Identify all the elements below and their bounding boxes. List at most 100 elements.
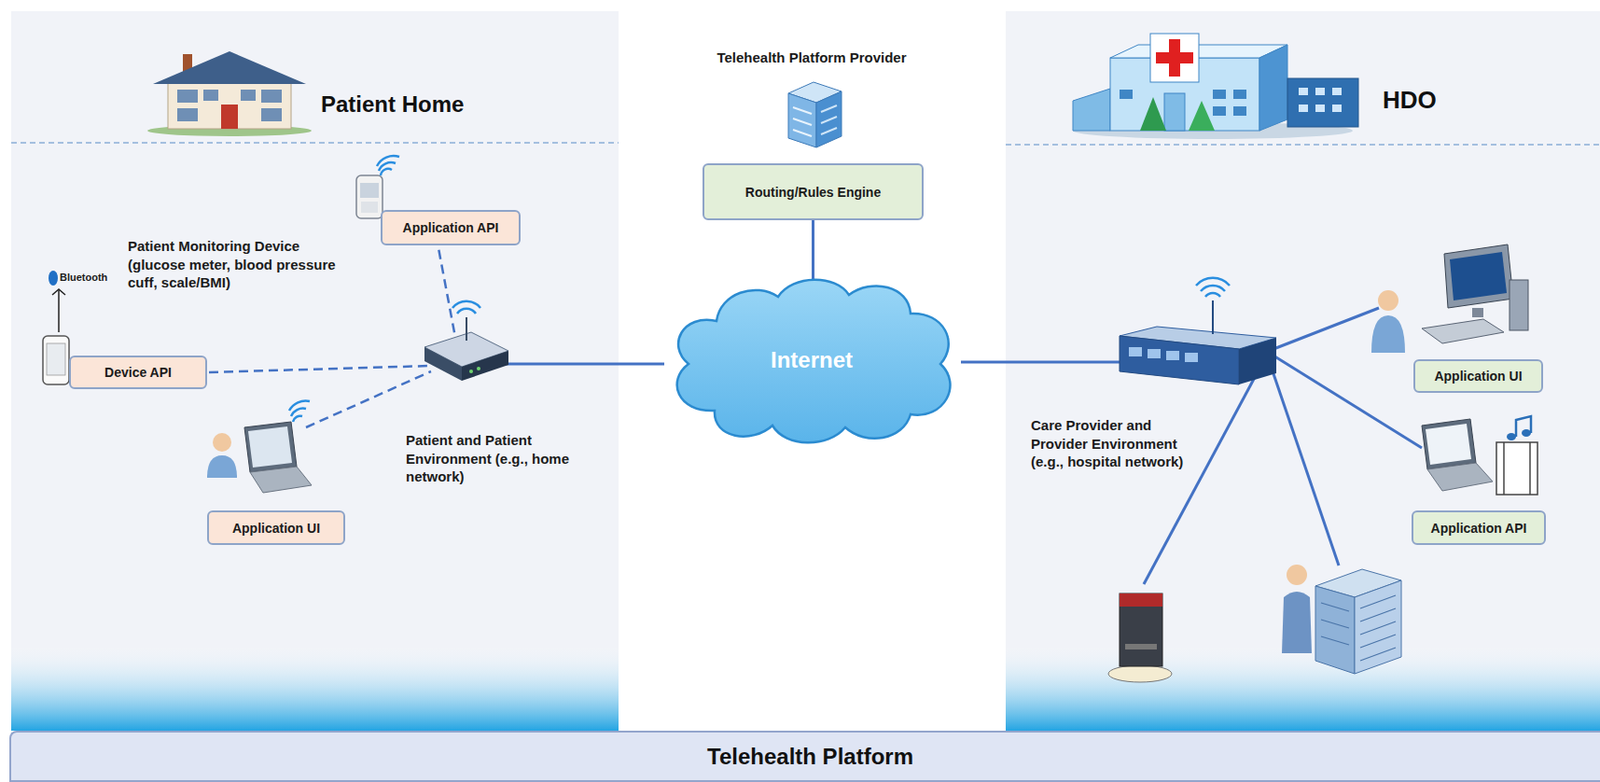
drawing-part <box>221 104 238 129</box>
drawing-part <box>167 80 292 129</box>
drawing-part <box>788 93 817 148</box>
drawing-part <box>1072 88 1111 131</box>
drawing-part <box>177 89 198 103</box>
laptop-user-icon <box>207 401 312 493</box>
drawing-part <box>11 643 619 731</box>
storage-server-icon <box>1108 593 1172 682</box>
drawing-part <box>1211 300 1214 334</box>
api-box: Device API <box>69 355 208 390</box>
drawing-part <box>1371 315 1406 353</box>
drawing-part <box>1509 279 1529 331</box>
drawing-part <box>1155 52 1194 64</box>
drawing-part <box>820 116 837 124</box>
drawing-part <box>793 107 812 114</box>
drawing-part <box>361 201 378 213</box>
drawing-part <box>261 108 282 122</box>
drawing-part <box>1119 89 1133 99</box>
region-panel: Patient HomeApplication APIDevice APIApp… <box>11 11 619 731</box>
drawing-part <box>1496 442 1538 495</box>
drawing-part <box>289 401 310 422</box>
drawing-part <box>250 466 312 493</box>
drawing-part <box>244 421 297 473</box>
drawing-part <box>1128 347 1142 357</box>
drawing-part <box>1233 106 1247 116</box>
hospital-icon <box>1072 33 1359 140</box>
drawing-part <box>1238 337 1277 385</box>
drawing-part <box>11 141 619 144</box>
drawing-part <box>1332 87 1342 96</box>
drawing-part <box>261 89 282 103</box>
drawing-part <box>1332 104 1342 112</box>
drawing-part <box>1268 352 1422 448</box>
drawing-part <box>1164 93 1185 131</box>
bluetooth-phone-icon <box>42 270 70 385</box>
drawing-part <box>248 426 293 468</box>
drawing-part <box>1315 87 1325 96</box>
drawing-part <box>212 432 232 452</box>
drawing-part <box>1472 307 1484 318</box>
drawing-part <box>153 51 307 84</box>
drawing-part <box>1286 564 1308 585</box>
drawing-part <box>469 369 474 374</box>
drawing-part <box>1233 89 1247 99</box>
drawing-part <box>306 371 432 428</box>
drawing-part <box>816 91 842 148</box>
drawing-part <box>1140 97 1167 131</box>
server-rack-icon <box>1281 564 1402 674</box>
drawing-part <box>1259 44 1288 131</box>
drawing-part <box>1502 442 1505 495</box>
drawing-part <box>1005 11 1600 731</box>
drawing-part <box>476 366 481 371</box>
drawing-part <box>1005 643 1600 731</box>
home-router-icon <box>424 301 509 381</box>
node-text: HDO <box>1382 85 1437 115</box>
internet-cloud: Internet <box>658 270 965 449</box>
drawing-part <box>1166 350 1180 361</box>
drawing-part <box>1529 442 1531 495</box>
drawing-part <box>1119 335 1239 385</box>
laptop-media-icon <box>1421 416 1538 495</box>
hospital-switch-icon <box>1119 278 1277 385</box>
drawing-part <box>1125 643 1157 650</box>
node-text: Patient Home <box>320 91 464 118</box>
drawing-part <box>820 105 837 112</box>
drawing-part <box>1108 665 1172 682</box>
drawing-part <box>57 289 60 333</box>
drawing-part <box>52 289 66 295</box>
drawing-part <box>1212 89 1226 99</box>
ui-box: Application UI <box>207 510 346 545</box>
drawing-part <box>1321 595 1396 661</box>
drawing-part <box>1516 416 1531 437</box>
network-wires <box>503 307 1422 585</box>
drawing-part <box>461 350 509 381</box>
drawing-part <box>1421 319 1504 344</box>
drawing-part <box>1521 429 1531 437</box>
api-box: Application API <box>1411 510 1546 545</box>
drawing-part <box>960 361 1120 364</box>
rules-engine-box: Routing/Rules Engine <box>702 163 924 221</box>
drawing-part <box>1449 251 1507 301</box>
cloud-outline <box>677 279 951 444</box>
drawing-part <box>46 343 66 376</box>
drawing-part <box>1315 585 1355 674</box>
drawing-part <box>1266 354 1339 566</box>
drawing-part <box>1287 78 1359 127</box>
drawing-part <box>1425 423 1472 465</box>
drawing-part <box>1196 278 1230 297</box>
node-text: Routing/Rules Engine <box>745 184 881 200</box>
drawing-part <box>1444 244 1514 308</box>
drawing-part <box>1184 352 1198 362</box>
drawing-part <box>793 118 812 126</box>
drawing-part <box>1147 348 1161 359</box>
node-text: Device API <box>104 364 172 380</box>
connector-stroke <box>811 220 815 280</box>
drawing-part <box>438 248 458 348</box>
drawing-part <box>48 270 58 286</box>
building-icon <box>788 82 842 148</box>
drawing-part <box>360 182 379 198</box>
drawing-part <box>1506 432 1517 441</box>
drawing-part <box>465 317 468 341</box>
drawing-part <box>1268 307 1379 351</box>
drawing-part <box>1119 593 1163 667</box>
